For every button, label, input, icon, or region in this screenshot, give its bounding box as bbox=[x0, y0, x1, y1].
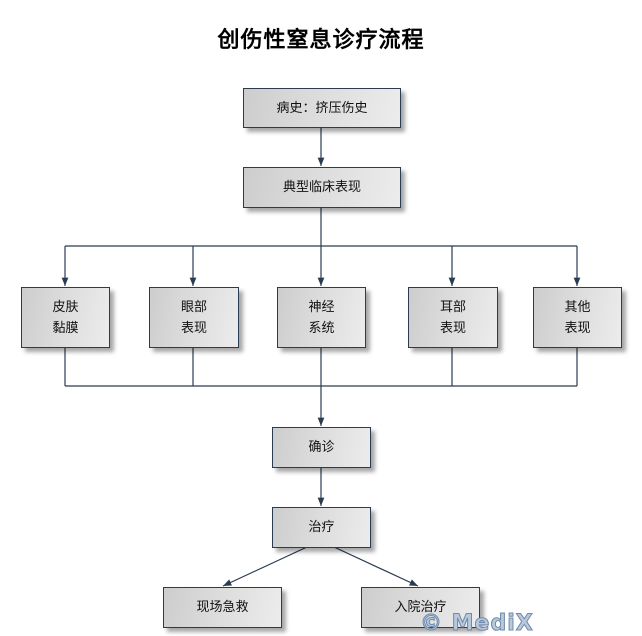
node-skin-mucosa: 皮肤黏膜 bbox=[21, 287, 110, 348]
diagram-title: 创伤性窒息诊疗流程 bbox=[217, 28, 425, 53]
node-hospital-text: 入院治疗 bbox=[394, 600, 447, 615]
node-ear: 耳部表现 bbox=[408, 287, 498, 348]
node-nervous-system: 神经系统 bbox=[277, 287, 366, 348]
node-eye-line2: 表现 bbox=[180, 320, 207, 336]
node-onsite-text: 现场急救 bbox=[196, 600, 249, 615]
node-nerve-line2: 系统 bbox=[308, 320, 335, 336]
node-treatment-text: 治疗 bbox=[308, 520, 335, 535]
node-onsite-rescue: 现场急救 bbox=[163, 587, 282, 628]
edge-treatment-hospital bbox=[333, 546, 419, 587]
node-skin-line2: 黏膜 bbox=[52, 320, 79, 336]
node-eye: 眼部表现 bbox=[149, 287, 239, 348]
node-typical-symptoms: 典型临床表现 bbox=[243, 167, 401, 208]
node-hospital-treatment: 入院治疗 bbox=[361, 587, 480, 628]
node-history: 病史：挤压伤史 bbox=[243, 88, 401, 128]
node-diagnosis-text: 确诊 bbox=[308, 440, 335, 455]
node-skin-line1: 皮肤 bbox=[52, 299, 79, 315]
node-typical-text: 典型临床表现 bbox=[282, 180, 361, 195]
node-other: 其他表现 bbox=[533, 287, 622, 348]
node-history-text: 病史：挤压伤史 bbox=[276, 100, 368, 116]
node-other-line1: 其他 bbox=[564, 299, 591, 315]
node-other-line2: 表现 bbox=[564, 320, 591, 336]
node-treatment: 治疗 bbox=[272, 507, 371, 548]
node-ear-line1: 耳部 bbox=[439, 299, 466, 315]
node-diagnosis: 确诊 bbox=[272, 427, 371, 468]
edge-treatment-onsite bbox=[222, 546, 308, 587]
watermark-logo: © MediX bbox=[420, 611, 534, 636]
node-nerve-line1: 神经 bbox=[308, 299, 335, 315]
node-eye-line1: 眼部 bbox=[180, 299, 207, 315]
node-ear-line2: 表现 bbox=[439, 320, 466, 336]
